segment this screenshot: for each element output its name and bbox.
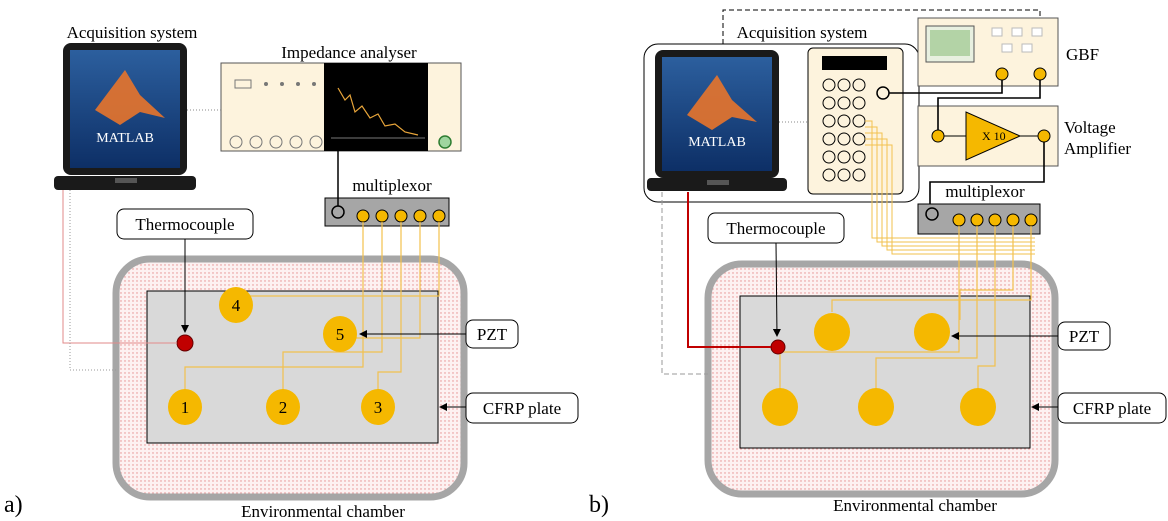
pzt-2: 2	[266, 389, 300, 425]
pzt-b-5	[914, 313, 950, 351]
impedance-screen	[324, 63, 428, 151]
matlab-text-b: MATLAB	[688, 135, 746, 150]
multiplexor-label-a: multiplexor	[352, 176, 432, 195]
acquisition-system-label-a: Acquisition system	[67, 23, 198, 42]
cfrp-label-box-b	[1057, 392, 1167, 424]
pzt-4: 4	[219, 287, 253, 323]
pzt-5-number: 5	[336, 325, 345, 344]
matlab-text-a: MATLAB	[96, 131, 154, 146]
pzt-4-number: 4	[232, 296, 241, 315]
chamber-label-a: Environmental chamber	[241, 502, 405, 521]
laptop-a: MATLAB	[54, 43, 196, 190]
cfrp-label-box-a	[465, 392, 579, 424]
thermocouple-label-b: Thermocouple	[726, 219, 825, 238]
multiplexor-label-b: multiplexor	[945, 182, 1025, 201]
impedance-analyser-label: Impedance analyser	[281, 43, 417, 62]
cfrp-plate-label-b: CFRP plate	[1073, 399, 1151, 418]
pzt-label-b: PZT	[1069, 327, 1100, 346]
chamber-label-b: Environmental chamber	[833, 496, 997, 515]
multiplexor-b	[917, 203, 1041, 235]
analyser-connector	[438, 135, 452, 149]
gbf-label: GBF	[1066, 45, 1099, 64]
voltage-amplifier: X 10	[917, 105, 1059, 167]
thermocouple-b	[770, 339, 786, 355]
pzt-wiring-b	[779, 226, 1032, 392]
panel-a: MATLAB Acquisition system Impedance anal…	[4, 23, 579, 521]
amplifier-label-2: Amplifier	[1064, 139, 1131, 158]
impedance-analyser	[220, 62, 462, 152]
gbf-generator	[917, 17, 1059, 87]
pzt-3: 3	[361, 389, 395, 425]
thermocouple-label-a: Thermocouple	[135, 215, 234, 234]
card-wiring-b	[865, 120, 1035, 255]
pzt-1-number: 1	[181, 398, 190, 417]
thermocouple-a	[176, 334, 194, 352]
panel-tag-a: a)	[4, 492, 23, 518]
pzt-2-number: 2	[279, 398, 288, 417]
pzt-b-4	[814, 313, 850, 351]
panel-tag-b: b)	[589, 492, 609, 518]
panel-b: Acquisition system MATLAB	[589, 9, 1167, 518]
pzt-1: 1	[168, 389, 202, 425]
pzt-b-3	[960, 388, 996, 426]
acquisition-system-label-b: Acquisition system	[737, 23, 868, 42]
cfrp-plate-label-a: CFRP plate	[483, 399, 561, 418]
pzt-5: 5	[323, 316, 357, 352]
pzt-label-a: PZT	[477, 325, 508, 344]
acquisition-card	[807, 47, 904, 195]
pzt-3-number: 3	[374, 398, 383, 417]
amplifier-gain: X 10	[982, 129, 1006, 143]
multiplexor-a	[324, 197, 450, 227]
laptop-b: MATLAB	[647, 50, 787, 191]
signal-wiring-b	[889, 80, 1045, 210]
pzt-b-2	[858, 388, 894, 426]
pzt-b-1	[762, 388, 798, 426]
amplifier-label-1: Voltage	[1064, 118, 1116, 137]
